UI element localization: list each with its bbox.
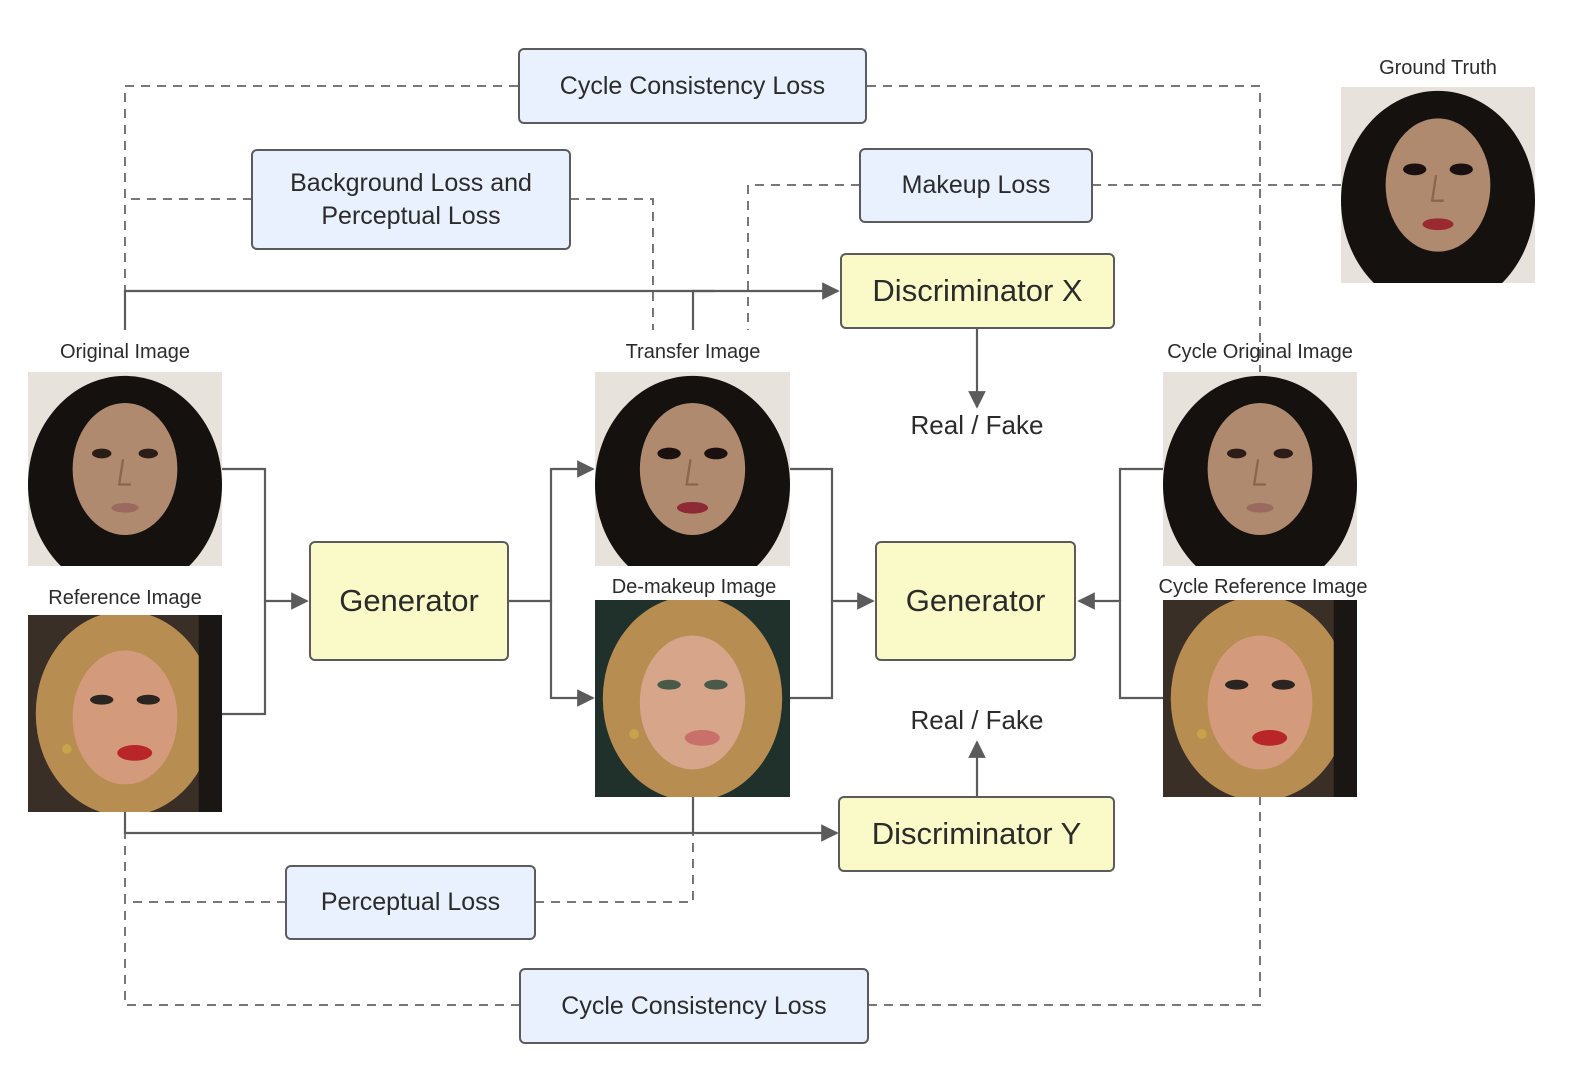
cycle-bottom-left-link xyxy=(124,902,520,1006)
reference-to-discriminator-y xyxy=(123,812,839,842)
background-loss-label-line1: Background Loss and xyxy=(290,169,532,197)
background-perceptual-loss: Background Loss and Perceptual Loss xyxy=(251,149,571,250)
cycle-consistency-loss-bottom-label: Cycle Consistency Loss xyxy=(561,991,827,1020)
generator-right-to-cycle-original xyxy=(1118,467,1163,601)
discriminator-x: Discriminator X xyxy=(840,253,1115,329)
flow-connectors xyxy=(123,282,1163,842)
generator-right-to-cycle-reference xyxy=(1077,592,1163,700)
cycle-reference-image-label: Cycle Reference Image xyxy=(1158,576,1368,598)
makeup-loss-label: Makeup Loss xyxy=(901,171,1051,200)
reference-image-label: Reference Image xyxy=(48,587,202,609)
ground-truth-label: Ground Truth xyxy=(1379,57,1497,79)
cycle-bottom-right-link xyxy=(868,797,1261,1006)
perceptual-loss-left-link xyxy=(124,812,286,903)
perceptual-loss: Perceptual Loss xyxy=(285,865,536,940)
original-to-discriminator-x xyxy=(123,282,840,330)
original-image-label: Original Image xyxy=(59,341,191,363)
generator-left-label: Generator xyxy=(339,582,479,618)
transfer-image-label: Transfer Image xyxy=(625,341,761,363)
original-image xyxy=(28,372,222,566)
generator-left: Generator xyxy=(309,541,509,661)
cycle-consistency-loss-bottom: Cycle Consistency Loss xyxy=(519,968,869,1044)
real-fake-bottom: Real / Fake xyxy=(910,705,1044,735)
cycle-reference-image xyxy=(1163,600,1357,797)
cycle-consistency-loss-top: Cycle Consistency Loss xyxy=(518,48,867,124)
generator-to-transfer xyxy=(509,460,595,603)
cycle-original-image-label: Cycle Original Image xyxy=(1167,341,1353,363)
perceptual-loss-right-link xyxy=(535,800,694,903)
discriminator-x-label: Discriminator X xyxy=(872,272,1083,308)
perceptual-loss-label: Perceptual Loss xyxy=(320,888,501,917)
reference-to-generator xyxy=(222,601,267,716)
makeup-loss: Makeup Loss xyxy=(859,148,1093,223)
transfer-image xyxy=(595,372,790,566)
reference-image xyxy=(28,615,222,812)
real-fake-top: Real / Fake xyxy=(910,410,1044,440)
discriminator-y-label: Discriminator Y xyxy=(871,815,1082,851)
cycle-consistency-loss-top-label: Cycle Consistency Loss xyxy=(559,71,826,100)
generator-to-demakeup xyxy=(549,601,595,707)
cycle-top-right-link xyxy=(867,85,1261,380)
original-to-generator xyxy=(222,467,309,610)
cycle-original-image xyxy=(1163,372,1357,566)
makeup-loss-left-link xyxy=(747,184,860,330)
demakeup-to-generator-right xyxy=(790,601,834,700)
background-loss-right-link xyxy=(570,198,654,330)
demakeup-image-label: De-makeup Image xyxy=(611,576,777,598)
generator-right-label: Generator xyxy=(905,582,1046,618)
transfer-to-generator-right xyxy=(790,467,875,610)
transfer-to-discriminator-x xyxy=(691,289,715,330)
discriminator-y: Discriminator Y xyxy=(838,796,1115,872)
ground-truth-image xyxy=(1341,87,1535,283)
generator-right: Generator xyxy=(875,541,1076,661)
demakeup-image xyxy=(595,600,790,797)
background-loss-label-line2: Perceptual Loss xyxy=(321,201,501,230)
cycle-top-left-link xyxy=(124,85,518,330)
